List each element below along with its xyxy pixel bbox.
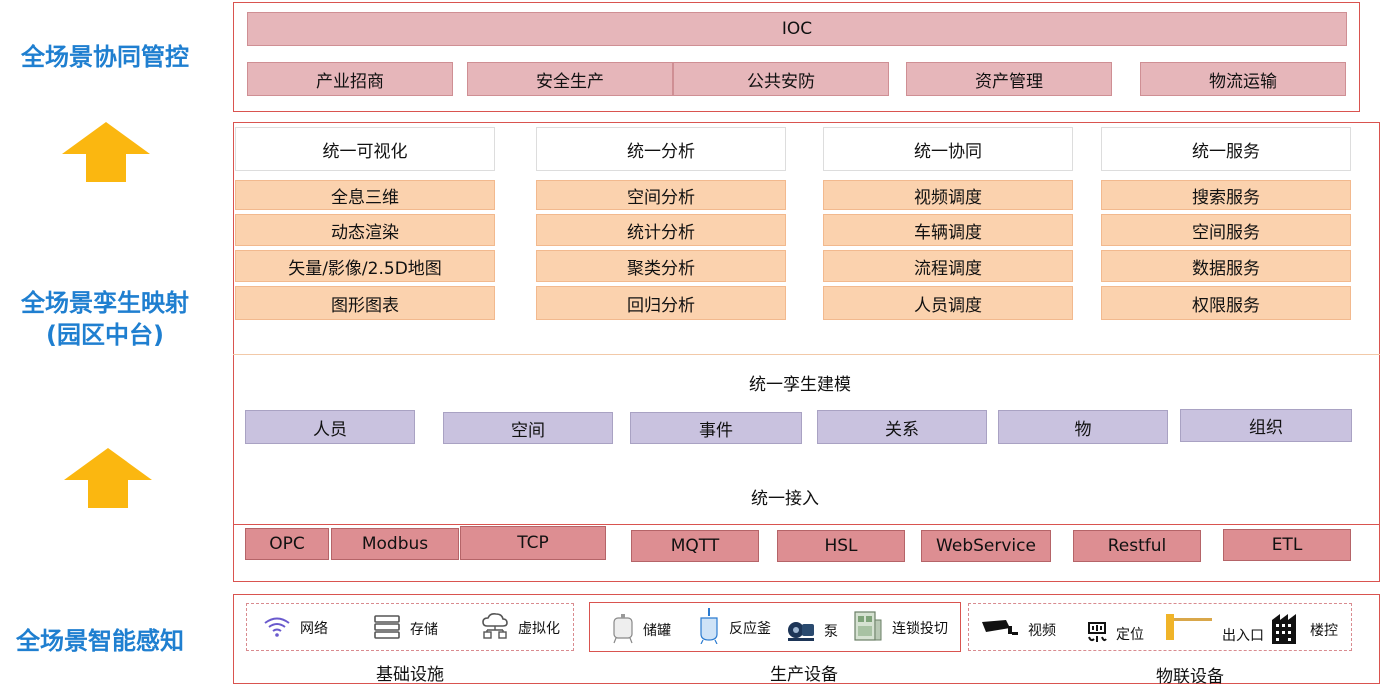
modeling-item: 人员 — [245, 410, 415, 444]
ioc-item: 安全生产 — [467, 62, 673, 96]
device-item: 存储 — [372, 614, 438, 644]
access-title: 统一接入 — [751, 489, 819, 509]
protocol-box: MQTT — [631, 530, 759, 562]
device-item: 泵 — [786, 616, 838, 646]
device-item: 反应釜 — [697, 608, 771, 648]
unified-item: 人员调度 — [823, 286, 1073, 320]
device-label: 储罐 — [643, 623, 671, 639]
protocol-box: TCP — [460, 526, 606, 560]
protocol-box: WebService — [921, 530, 1051, 562]
device-label: 出入口 — [1222, 628, 1264, 644]
unified-header: 统一可视化 — [235, 127, 495, 171]
device-label: 楼控 — [1310, 623, 1338, 639]
modeling-item: 物 — [998, 410, 1168, 444]
modeling-item: 空间 — [443, 412, 613, 444]
unified-item: 空间分析 — [536, 180, 786, 210]
production-title: 生产设备 — [770, 665, 838, 685]
basic-infra-title: 基础设施 — [376, 665, 444, 685]
arrow-up-icon — [64, 448, 152, 508]
arrow-up-icon — [62, 122, 150, 182]
unified-header: 统一服务 — [1101, 127, 1351, 171]
reactor-icon — [697, 608, 721, 648]
unified-item: 车辆调度 — [823, 214, 1073, 246]
device-label: 存储 — [410, 622, 438, 638]
unified-item: 权限服务 — [1101, 286, 1351, 320]
ioc-frame — [233, 2, 1360, 112]
iot-title: 物联设备 — [1156, 667, 1224, 687]
unified-item: 聚类分析 — [536, 250, 786, 282]
protocol-box: Restful — [1073, 530, 1201, 562]
unified-header: 统一协同 — [823, 127, 1073, 171]
unified-item: 空间服务 — [1101, 214, 1351, 246]
unified-item: 全息三维 — [235, 180, 495, 210]
unified-item: 统计分析 — [536, 214, 786, 246]
locate-icon — [1086, 620, 1108, 648]
protocol-box: ETL — [1223, 529, 1351, 561]
interlock-icon — [852, 608, 884, 648]
device-label: 定位 — [1116, 627, 1144, 643]
unified-item: 矢量/影像/2.5D地图 — [235, 250, 495, 282]
device-label: 虚拟化 — [518, 621, 560, 637]
building-icon — [1270, 612, 1302, 648]
device-item: 虚拟化 — [480, 612, 560, 644]
cloud-network-icon — [480, 612, 510, 644]
modeling-item: 事件 — [630, 412, 802, 444]
storage-icon — [372, 614, 402, 644]
side-label-twin: 全场景孪生映射 — [21, 289, 189, 317]
unified-item: 视频调度 — [823, 180, 1073, 210]
device-label: 泵 — [824, 624, 838, 640]
modeling-title: 统一孪生建模 — [749, 375, 851, 395]
ioc-item: 物流运输 — [1140, 62, 1346, 96]
protocol-box: HSL — [777, 530, 905, 562]
production-panel — [589, 602, 961, 652]
device-item: 网络 — [262, 614, 328, 642]
ioc-item: 产业招商 — [247, 62, 453, 96]
protocol-box: OPC — [245, 528, 329, 560]
ioc-title: IOC — [247, 12, 1347, 46]
unified-item: 搜索服务 — [1101, 180, 1351, 210]
gate-icon — [1162, 612, 1214, 646]
protocol-box: Modbus — [331, 528, 459, 560]
iot-panel — [968, 603, 1352, 651]
basic-infra-panel — [246, 603, 574, 651]
device-label: 视频 — [1028, 623, 1056, 639]
unified-item: 数据服务 — [1101, 250, 1351, 282]
device-item: 视频 — [980, 618, 1056, 642]
ioc-item: 公共安防 — [673, 62, 889, 96]
device-label: 连锁投切 — [892, 621, 948, 637]
unified-item: 图形图表 — [235, 286, 495, 320]
side-label-control: 全场景协同管控 — [21, 43, 189, 71]
side-label-twin-sub: (园区中台) — [46, 321, 164, 349]
device-label: 反应釜 — [729, 621, 771, 637]
pump-icon — [786, 616, 816, 646]
side-label-perception: 全场景智能感知 — [16, 627, 184, 655]
platform-divider — [233, 354, 1380, 355]
unified-header: 统一分析 — [536, 127, 786, 171]
device-item: 楼控 — [1270, 612, 1338, 648]
modeling-item: 关系 — [817, 410, 987, 444]
tank-icon — [611, 612, 635, 648]
unified-item: 动态渲染 — [235, 214, 495, 246]
platform-divider — [233, 524, 1380, 525]
ioc-item: 资产管理 — [906, 62, 1112, 96]
device-item: 定位 — [1086, 620, 1144, 648]
device-item: 连锁投切 — [852, 608, 948, 648]
unified-item: 回归分析 — [536, 286, 786, 320]
device-item: 出入口 — [1162, 612, 1264, 646]
modeling-item: 组织 — [1180, 409, 1352, 442]
wifi-icon — [262, 614, 292, 642]
unified-item: 流程调度 — [823, 250, 1073, 282]
camera-icon — [980, 618, 1020, 642]
device-item: 储罐 — [611, 612, 671, 648]
device-label: 网络 — [300, 621, 328, 637]
